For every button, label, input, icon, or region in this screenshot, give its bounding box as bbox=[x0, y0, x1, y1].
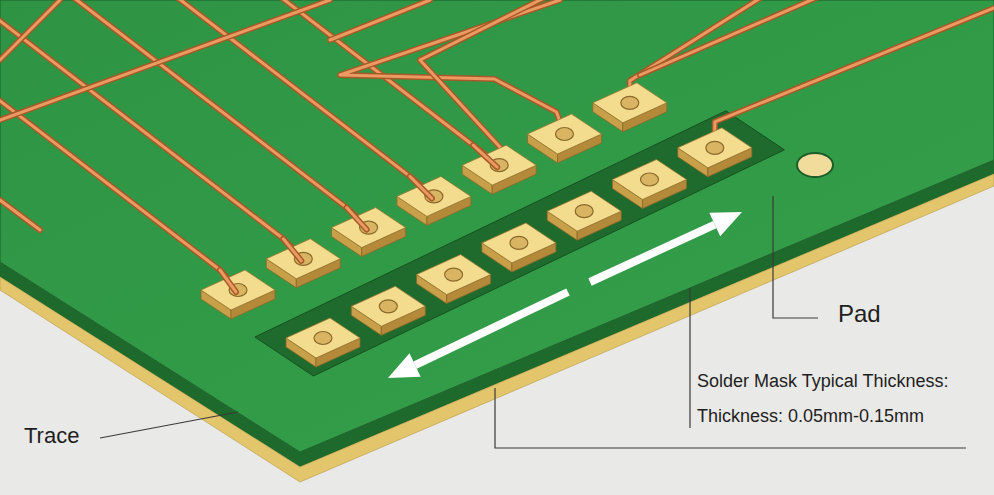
pad-via bbox=[445, 268, 463, 281]
pad bbox=[528, 114, 602, 154]
dimension-arrow bbox=[415, 292, 568, 365]
trace-end-highlight bbox=[283, 239, 301, 261]
trace-end bbox=[283, 239, 301, 261]
trace-end bbox=[347, 208, 367, 230]
pad bbox=[351, 286, 425, 326]
trace-end-highlight bbox=[473, 145, 497, 167]
dimension-arrow-head bbox=[709, 212, 742, 236]
pad bbox=[417, 255, 491, 295]
trace-end bbox=[473, 145, 497, 167]
dimension-note: Solder Mask Typical Thickness: bbox=[697, 371, 948, 392]
pad bbox=[613, 160, 687, 200]
mask-opening bbox=[255, 111, 785, 376]
pad-via bbox=[641, 173, 659, 186]
trace-highlight bbox=[0, 0, 60, 60]
trace-end bbox=[410, 176, 432, 198]
trace-highlight bbox=[630, 0, 994, 103]
pad-via bbox=[621, 96, 639, 109]
trace-highlight bbox=[0, 200, 40, 230]
pad bbox=[593, 83, 667, 123]
solder-mask-surface bbox=[0, 0, 994, 452]
trace bbox=[0, 0, 330, 120]
pad bbox=[286, 318, 360, 358]
leader-line bbox=[495, 388, 966, 448]
pad-via bbox=[314, 332, 332, 345]
pad bbox=[201, 270, 275, 310]
pad bbox=[462, 145, 536, 185]
trace-highlight bbox=[0, 0, 434, 196]
trace-highlight bbox=[0, 0, 303, 259]
trace-highlight bbox=[640, 0, 994, 75]
dimension-arrow bbox=[590, 225, 715, 282]
pad bbox=[332, 208, 406, 248]
pad-via bbox=[706, 141, 724, 154]
leader-line bbox=[773, 196, 818, 318]
pad bbox=[678, 128, 752, 168]
trace-highlight bbox=[0, 0, 369, 228]
trace-highlight bbox=[330, 0, 430, 40]
trace bbox=[630, 0, 994, 103]
pad-via bbox=[510, 236, 528, 249]
trace-highlight bbox=[715, 8, 994, 148]
trace-highlight bbox=[0, 0, 330, 120]
trace-highlight bbox=[0, 0, 499, 165]
pad-via bbox=[575, 205, 593, 218]
trace bbox=[0, 0, 60, 60]
dimension-arrow-head bbox=[388, 353, 421, 378]
dimension-note: Thickness: 0.05mm-0.15mm bbox=[697, 406, 924, 427]
trace-end-highlight bbox=[220, 270, 236, 292]
trace bbox=[0, 0, 303, 259]
trace bbox=[0, 200, 40, 230]
part-label: Trace bbox=[24, 423, 79, 448]
leader-line bbox=[100, 412, 238, 438]
trace bbox=[0, 0, 369, 228]
pad-via bbox=[379, 300, 397, 313]
trace-end bbox=[220, 270, 236, 292]
trace-end-highlight bbox=[410, 176, 432, 198]
part-label: Pad bbox=[838, 300, 881, 328]
leader-line bbox=[689, 288, 690, 428]
mounting-hole bbox=[797, 153, 833, 177]
trace bbox=[715, 8, 994, 148]
pad bbox=[547, 191, 621, 231]
trace bbox=[640, 0, 994, 75]
pad bbox=[397, 176, 471, 216]
trace-end-highlight bbox=[347, 208, 367, 230]
pad bbox=[482, 223, 556, 263]
trace bbox=[0, 0, 499, 165]
pad-via bbox=[556, 128, 574, 141]
trace bbox=[0, 0, 434, 196]
pad bbox=[266, 239, 340, 279]
trace bbox=[330, 0, 430, 40]
